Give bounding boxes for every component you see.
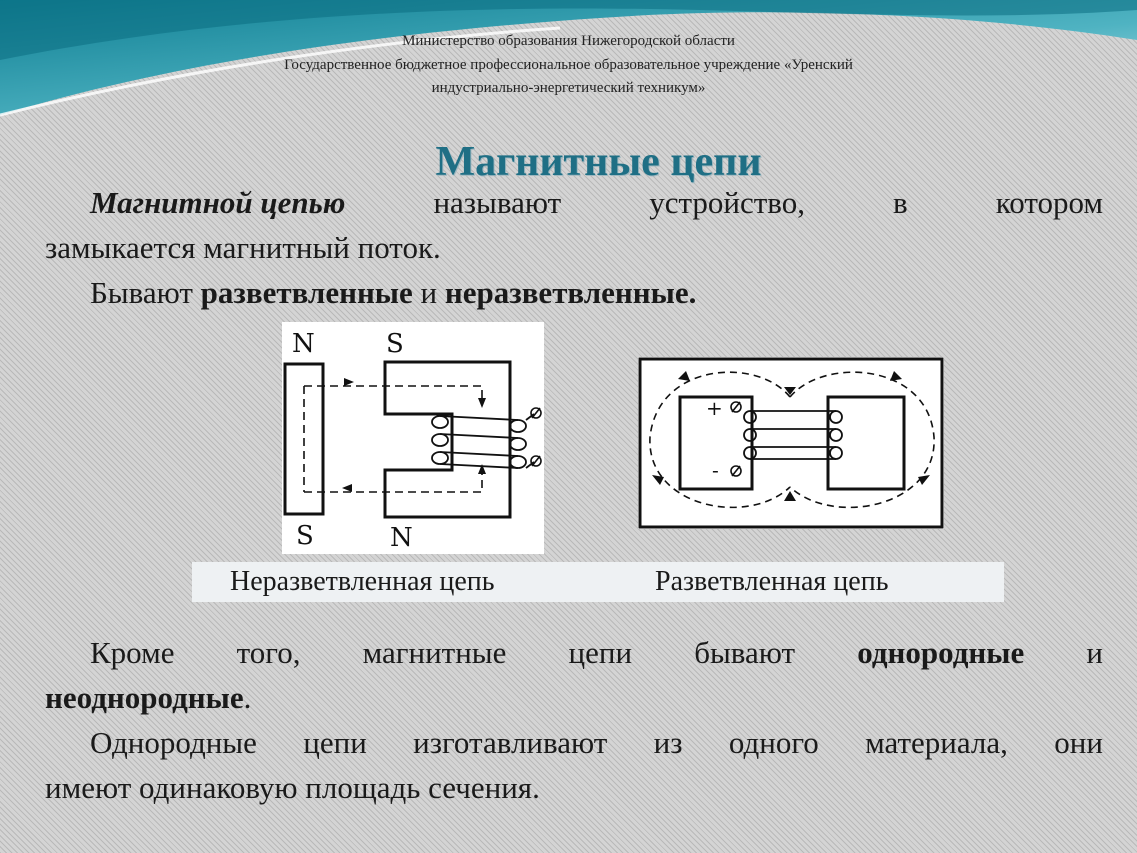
flux-arrow-bottom: [342, 484, 352, 492]
homog-def-line2: имеют одинаковую площадь сечения.: [45, 770, 540, 805]
homog-def-word: одного: [728, 725, 819, 760]
homog-def-word: из: [653, 725, 683, 760]
pole-label: N: [292, 329, 315, 359]
homogeneity-word: того,: [236, 635, 301, 670]
homogeneous-term: однородные: [857, 635, 1025, 670]
homogeneity-conj: и: [1086, 635, 1103, 670]
homogeneity-paragraph: Кроме того, магнитные цепи бывают одноро…: [45, 630, 1103, 720]
definition-word: в: [893, 185, 908, 220]
flux-arrow-right-top: [478, 398, 486, 408]
flux-arrow: [890, 371, 902, 381]
header-ministry: Министерство образования Нижегородской о…: [402, 33, 735, 49]
period: .: [243, 680, 252, 715]
homog-def-word: цепи: [303, 725, 367, 760]
pole-label: S: [296, 521, 314, 551]
terminal-plus-label: +: [706, 396, 723, 420]
flux-arrow: [652, 475, 664, 485]
caption-unbranched: Неразветвленная цепь: [230, 566, 495, 597]
flux-arrow: [784, 491, 796, 501]
header-background-wave: [0, 0, 1137, 117]
terminal-minus-label: -: [712, 458, 719, 482]
kinds-prefix: Бывают: [90, 275, 193, 310]
header-institution-cont: индустриально-энергетический техникум»: [431, 80, 706, 96]
inner-window-left: [678, 395, 754, 491]
pole-label: S: [386, 329, 404, 359]
flux-arrow: [918, 475, 930, 485]
header-institution: Государственное бюджетное профессиональн…: [284, 57, 853, 73]
homog-def-word: изготавливают: [413, 725, 608, 760]
flux-arrow: [678, 371, 690, 381]
kinds-conj: и: [420, 275, 438, 310]
coil-winding: [743, 410, 843, 460]
homog-def-word: они: [1054, 725, 1103, 760]
permanent-magnet-bar: [283, 362, 325, 516]
flux-arrow-right-bottom: [478, 464, 486, 474]
homogeneity-word: цепи: [568, 635, 633, 670]
kinds-paragraph: Бывают разветвленные и неразветвленные.: [45, 270, 1103, 315]
coil-winding: [431, 413, 535, 469]
homog-def-word: Однородные: [90, 725, 257, 760]
kinds-branched: разветвленные: [200, 275, 413, 310]
flux-arrow-top: [344, 378, 354, 386]
homogeneity-word: Кроме: [90, 635, 175, 670]
flux-arrow: [784, 387, 796, 395]
homogeneous-definition-paragraph: Однородные цепи изготавливают из одного …: [45, 720, 1103, 810]
inner-window-right: [826, 395, 906, 491]
coil-terminals: [730, 401, 742, 477]
flux-line-top: [304, 385, 483, 402]
page-title: Магнитные цепи: [435, 139, 762, 185]
caption-bar: [192, 562, 1004, 602]
pole-label: N: [390, 523, 413, 553]
caption-branched: Разветвленная цепь: [655, 566, 889, 597]
flux-loop-left: [649, 371, 791, 509]
definition-word: котором: [995, 185, 1103, 220]
heterogeneous-term: неоднородные: [45, 680, 244, 715]
flux-loop-right: [789, 371, 935, 509]
definition-word: устройство,: [649, 185, 805, 220]
definition-line2: замыкается магнитный поток.: [45, 230, 441, 265]
definition-paragraph: Магнитной цепью называют устройство, в к…: [45, 180, 1103, 270]
outer-core-frame: [638, 357, 944, 529]
flux-line-bottom: [304, 474, 483, 493]
definition-term: Магнитной цепью: [90, 185, 346, 220]
homogeneity-word: бывают: [694, 635, 796, 670]
definition-word: называют: [433, 185, 562, 220]
coil-terminals: [530, 407, 542, 467]
unbranched-circuit-diagram: N S S N: [282, 322, 544, 554]
branched-circuit-diagram: + -: [638, 357, 944, 529]
kinds-unbranched: неразветвленные.: [444, 275, 697, 310]
horseshoe-core: [383, 360, 512, 519]
homog-def-word: материала,: [865, 725, 1008, 760]
homogeneity-word: магнитные: [362, 635, 507, 670]
